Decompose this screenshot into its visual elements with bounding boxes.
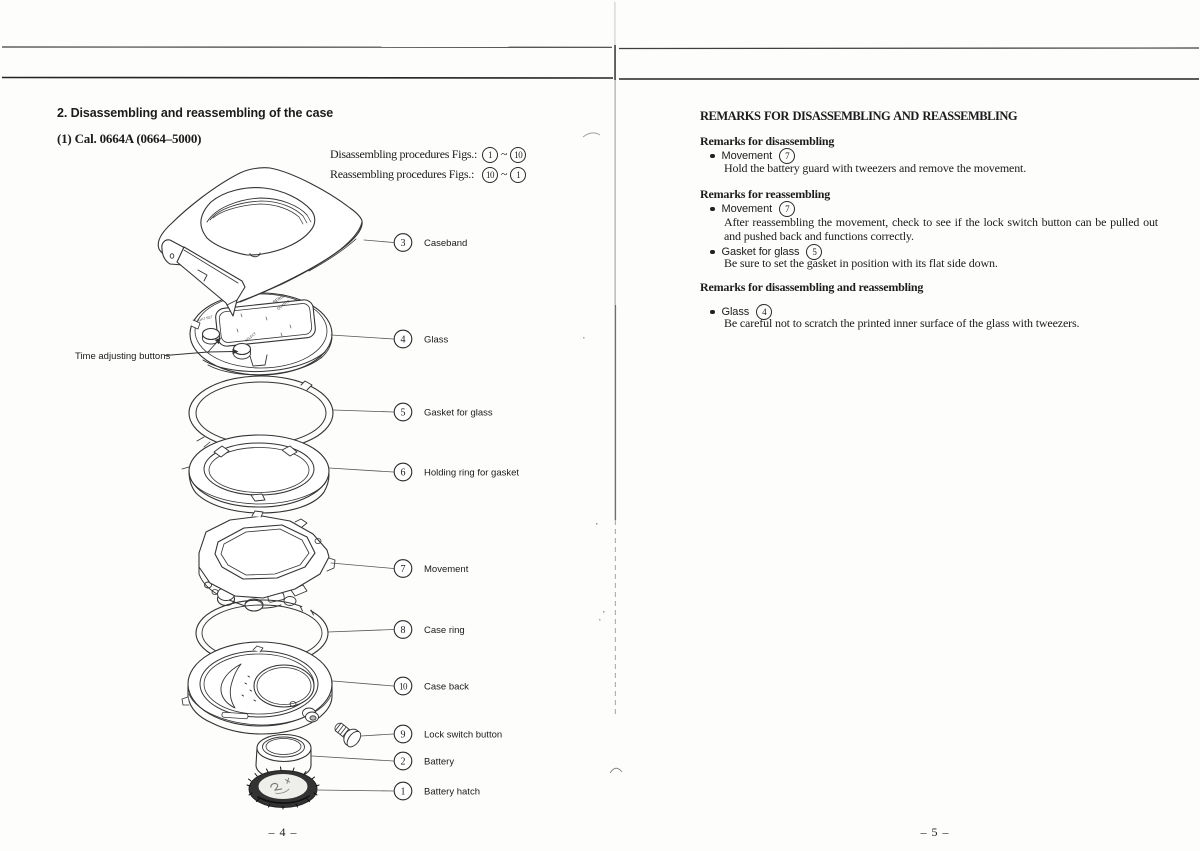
light-set-label: LIGHT SET — [195, 315, 213, 323]
svg-text:Glass: Glass — [424, 335, 449, 346]
svg-text:Case ring: Case ring — [424, 625, 465, 636]
reassembling-procedures-line: Reassembling procedures Figs.: 10 ~ 1 — [330, 166, 527, 183]
disassembling-procedures-label: Disassembling procedures Figs.: — [330, 147, 478, 161]
fig-circle-10b: 10 — [482, 166, 498, 183]
remark-item-text: Hold the battery guard with tweezers and… — [724, 161, 1027, 175]
section-heading: 2. Disassembling and reassembling of the… — [57, 106, 334, 120]
callout-glass: 4 Glass — [393, 329, 449, 349]
remarks-title: REMARKS FOR DISASSEMBLING AND REASSEMBLI… — [700, 109, 1018, 123]
svg-text:9: 9 — [401, 730, 406, 741]
bullet-icon — [710, 309, 715, 315]
callout-lock-switch: 9 Lock switch button — [393, 724, 502, 744]
remark-item-text: Be sure to set the gasket in position wi… — [724, 256, 998, 270]
time-adjusting-buttons-annotation: Time adjusting buttons — [75, 337, 239, 362]
section-heading-reassembling: Remarks for reassembling — [700, 187, 831, 201]
range-separator: ~ — [501, 147, 508, 161]
svg-text:Case back: Case back — [424, 682, 469, 693]
fig-circle-1: 1 — [482, 146, 498, 163]
svg-text:Caseband: Caseband — [424, 238, 467, 249]
svg-text:Movement: Movement — [424, 564, 469, 575]
fig-circle: 7 — [779, 148, 796, 164]
time-adjusting-buttons-label: Time adjusting buttons — [75, 351, 170, 362]
page-fold-line — [582, 2, 623, 774]
callout-holding-ring: 6 Holding ring for gasket — [393, 462, 519, 482]
remark-item-header: Glass 4 — [710, 304, 773, 320]
part-callouts: 3 Caseband 4 Glass 5 Gasket for glass 6 … — [393, 233, 519, 801]
holding-ring-drawing — [181, 434, 330, 514]
rule-top-right — [618, 47, 1200, 50]
callout-caseband: 3 Caseband — [393, 233, 467, 252]
remark-item-label: Movement — [721, 150, 773, 162]
disassembling-procedures-line: Disassembling procedures Figs.: 1 ~ 10 — [330, 146, 527, 163]
fig-circle: 5 — [806, 244, 823, 260]
fig-circle: 4 — [756, 304, 773, 320]
remark-item-header: Gasket for glass 5 — [710, 244, 823, 260]
remark-item-text: Be careful not to scratch the printed in… — [724, 316, 1080, 330]
case-back-drawing — [181, 641, 333, 735]
bullet-icon — [710, 206, 715, 212]
svg-text:2: 2 — [401, 757, 406, 768]
svg-text:1: 1 — [401, 787, 406, 798]
svg-text:6: 6 — [401, 468, 406, 479]
svg-text:10: 10 — [399, 682, 408, 692]
reassembling-procedures-label: Reassembling procedures Figs.: — [330, 167, 474, 181]
remark-item-text: After reassembling the movement, check t… — [724, 215, 1158, 243]
callout-case-ring: 8 Case ring — [393, 620, 465, 639]
remark-item-label: Glass — [721, 306, 750, 318]
remark-item-label: Movement — [721, 203, 773, 215]
remark-item-header: Movement 7 — [710, 201, 796, 217]
leader-lines — [311, 239, 394, 792]
remark-item-label: Gasket for glass — [721, 246, 800, 258]
bullet-icon — [710, 249, 715, 255]
left-page-number: – 4 – — [268, 825, 298, 839]
select-label: SELECT — [244, 332, 257, 343]
svg-text:5: 5 — [401, 408, 406, 419]
right-page-number: – 5 – — [920, 825, 950, 839]
movement-drawing — [198, 510, 336, 612]
callout-case-back: 10 Case back — [393, 676, 469, 696]
svg-text:Gasket for glass: Gasket for glass — [424, 408, 493, 419]
fig-circle: 7 — [779, 201, 796, 217]
rule-bottom-left — [1, 76, 614, 79]
fig-circle-10: 10 — [510, 146, 527, 163]
procedures-block: Disassembling procedures Figs.: 1 ~ 10 R… — [330, 146, 527, 183]
callout-battery-hatch: 1 Battery hatch — [393, 781, 480, 801]
remark-item-header: Movement 7 — [710, 148, 796, 164]
section-heading-both: Remarks for disassembling and reassembli… — [700, 280, 924, 294]
callout-movement: 7 Movement — [393, 559, 469, 578]
fig-circle-1b: 1 — [510, 166, 527, 183]
exploded-diagram: SEIKO QUARTZ LIGHT SET SELECT — [75, 167, 519, 810]
svg-text:3: 3 — [401, 238, 406, 249]
callout-battery: 2 Battery — [393, 751, 454, 771]
svg-text:Battery hatch: Battery hatch — [424, 787, 480, 798]
svg-text:8: 8 — [401, 625, 406, 636]
section-heading-disassembling: Remarks for disassembling — [700, 134, 835, 148]
cal-heading: (1) Cal. 0664A (0664–5000) — [57, 131, 202, 146]
caseband-drawing — [157, 167, 363, 317]
svg-text:4: 4 — [401, 335, 406, 346]
range-separator-2: ~ — [501, 167, 508, 181]
svg-text:7: 7 — [401, 564, 406, 575]
svg-text:Battery: Battery — [424, 757, 454, 768]
svg-text:Holding ring for gasket: Holding ring for gasket — [424, 468, 519, 479]
svg-text:Lock switch button: Lock switch button — [424, 730, 502, 741]
callout-gasket: 5 Gasket for glass — [393, 402, 493, 422]
lock-switch-button-drawing — [334, 722, 362, 748]
glass-drawing: SEIKO QUARTZ LIGHT SET SELECT — [189, 292, 333, 376]
bullet-icon — [710, 153, 715, 159]
battery-hatch-drawing — [246, 766, 320, 810]
